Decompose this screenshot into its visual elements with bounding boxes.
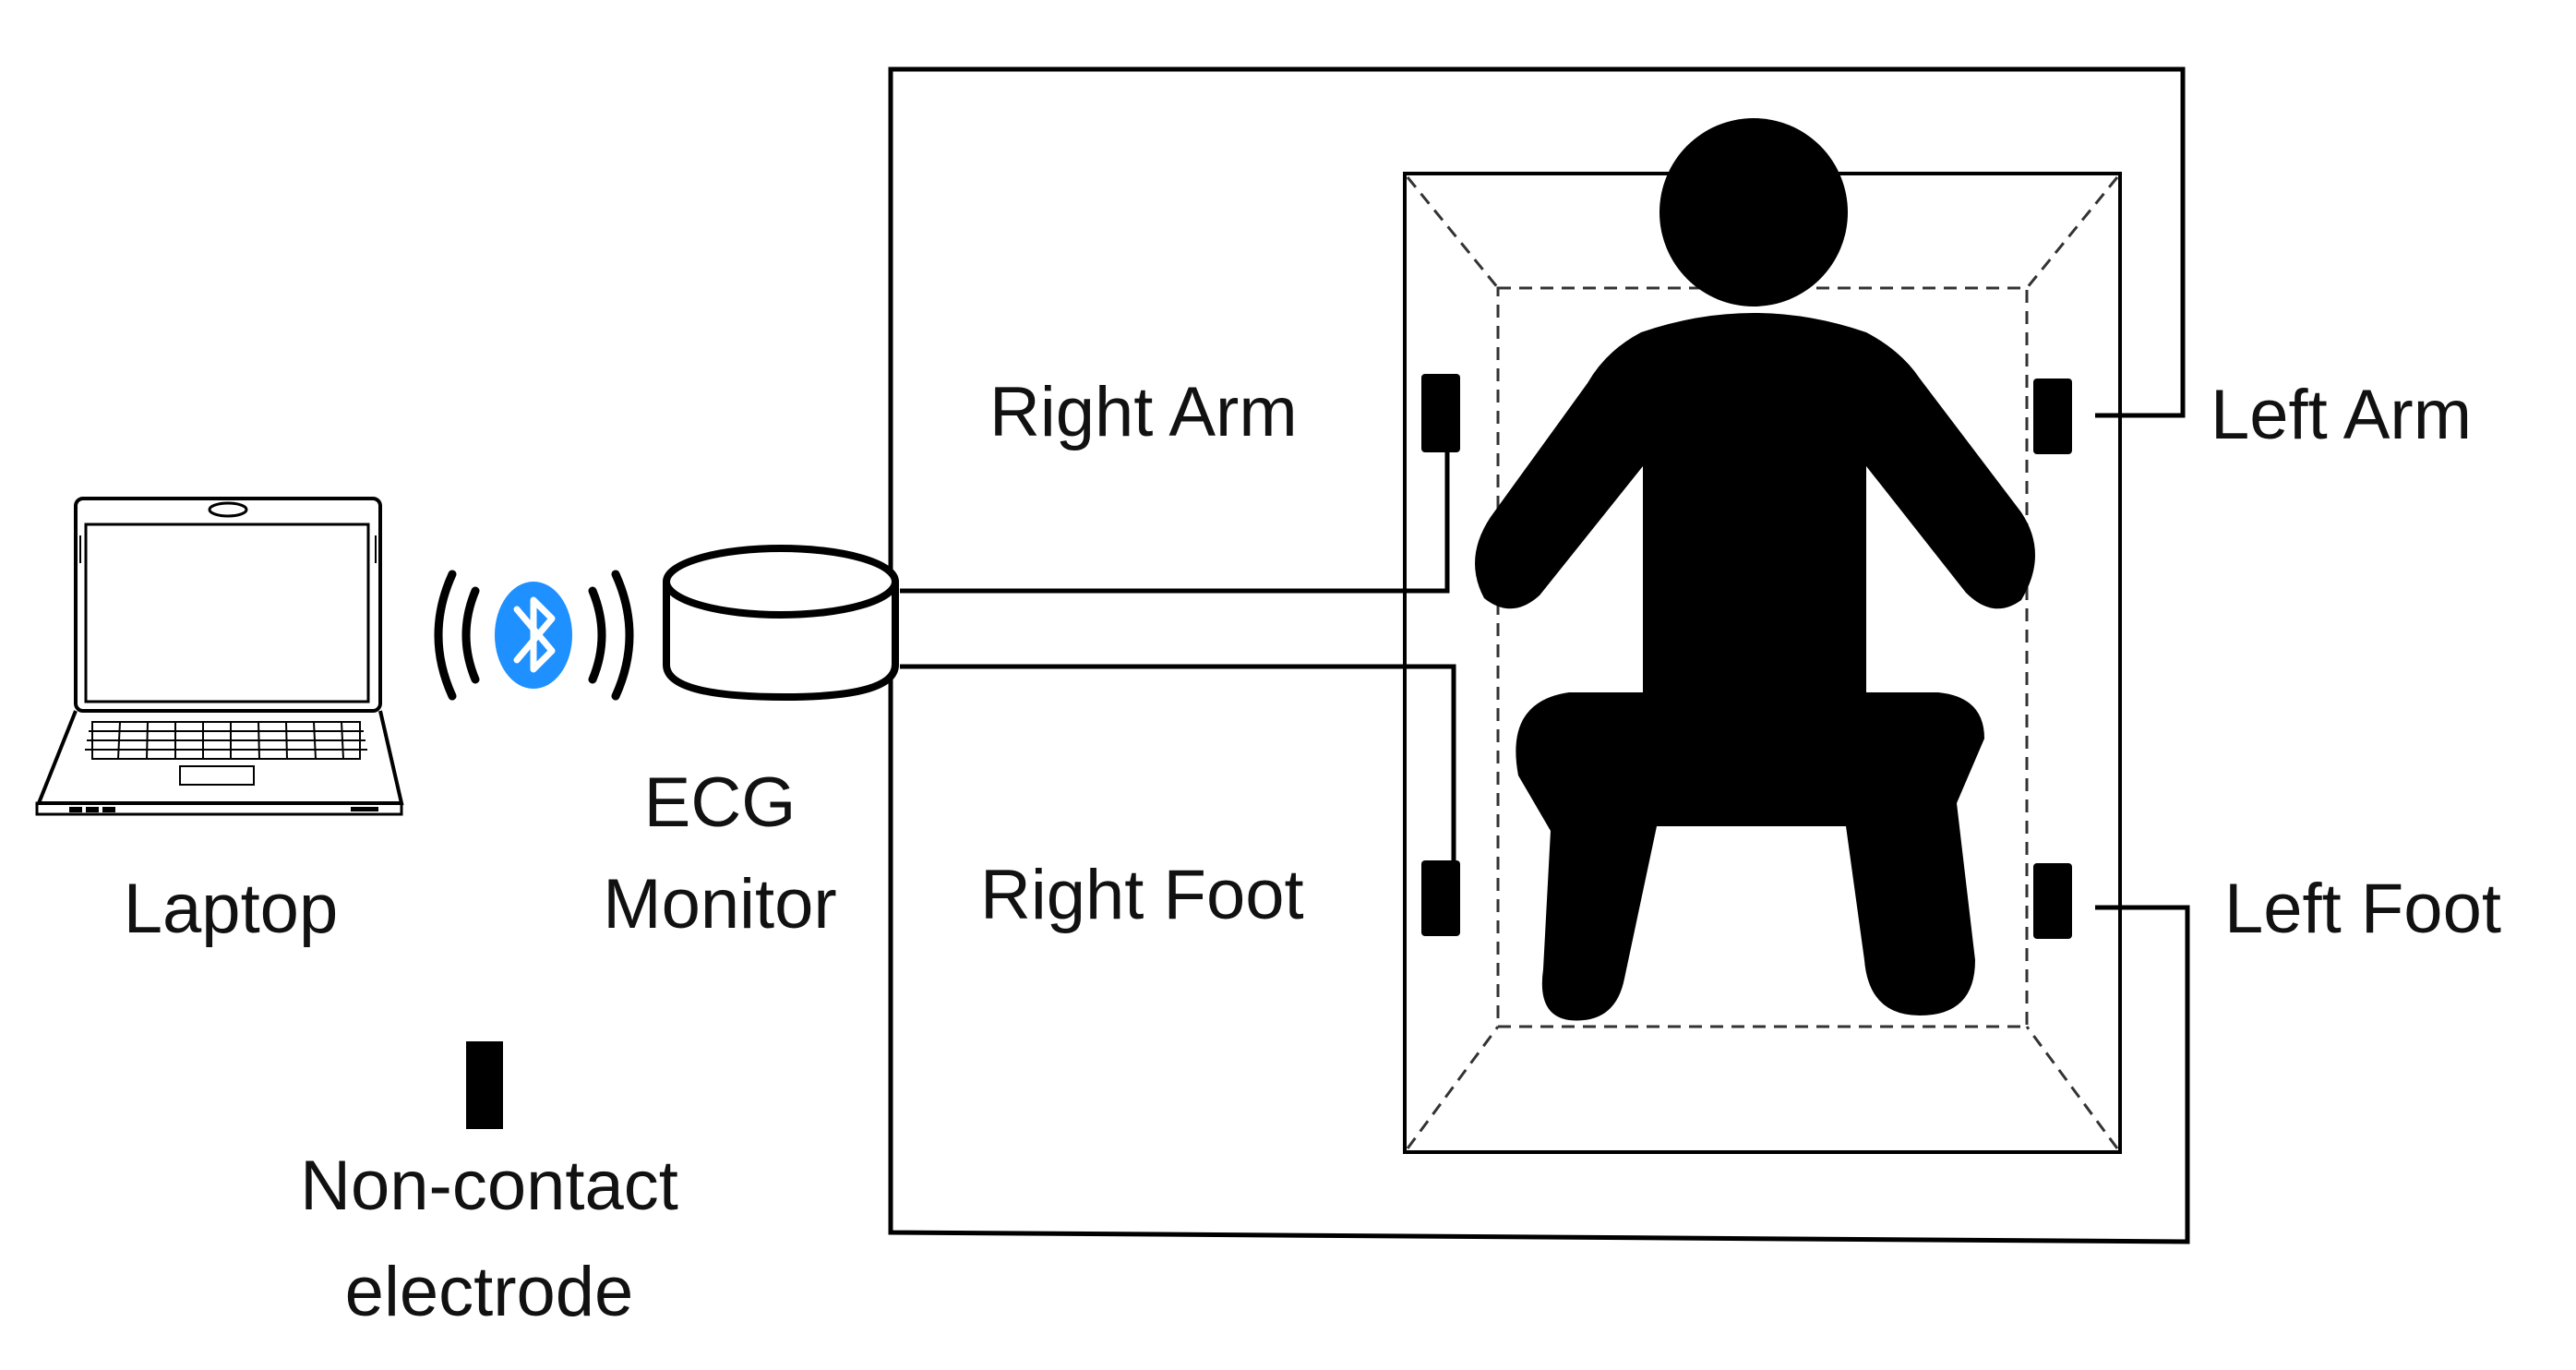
wire-right-foot	[900, 664, 1456, 860]
legend-label-line1: Non-contact	[300, 1147, 678, 1225]
left-arm-label: Left Arm	[2211, 376, 2472, 454]
laptop-label: Laptop	[124, 870, 338, 948]
electrode-right-arm	[1421, 374, 1460, 452]
electrode-left-foot	[2033, 863, 2072, 939]
ecg-monitor-icon	[663, 545, 899, 702]
legend-electrode-icon	[466, 1041, 503, 1129]
electrode-right-foot	[1421, 860, 1460, 936]
right-arm-label: Right Arm	[989, 373, 1298, 451]
ecg-monitor-label-line1: ECG	[644, 763, 797, 842]
outer-wire-bottom	[888, 665, 2190, 1244]
ecg-monitor-label-line2: Monitor	[603, 865, 836, 943]
wire-right-arm	[900, 452, 1450, 594]
bluetooth-icon	[434, 570, 634, 701]
left-foot-label: Left Foot	[2224, 870, 2501, 948]
person-icon	[1475, 118, 2035, 1021]
bed-perspective-lines	[1406, 176, 2119, 1149]
outer-wire-frame	[888, 66, 2186, 572]
right-foot-label: Right Foot	[980, 856, 1304, 934]
laptop-icon	[35, 497, 404, 816]
legend-label-line2: electrode	[345, 1253, 634, 1331]
electrode-left-arm	[2033, 379, 2072, 454]
